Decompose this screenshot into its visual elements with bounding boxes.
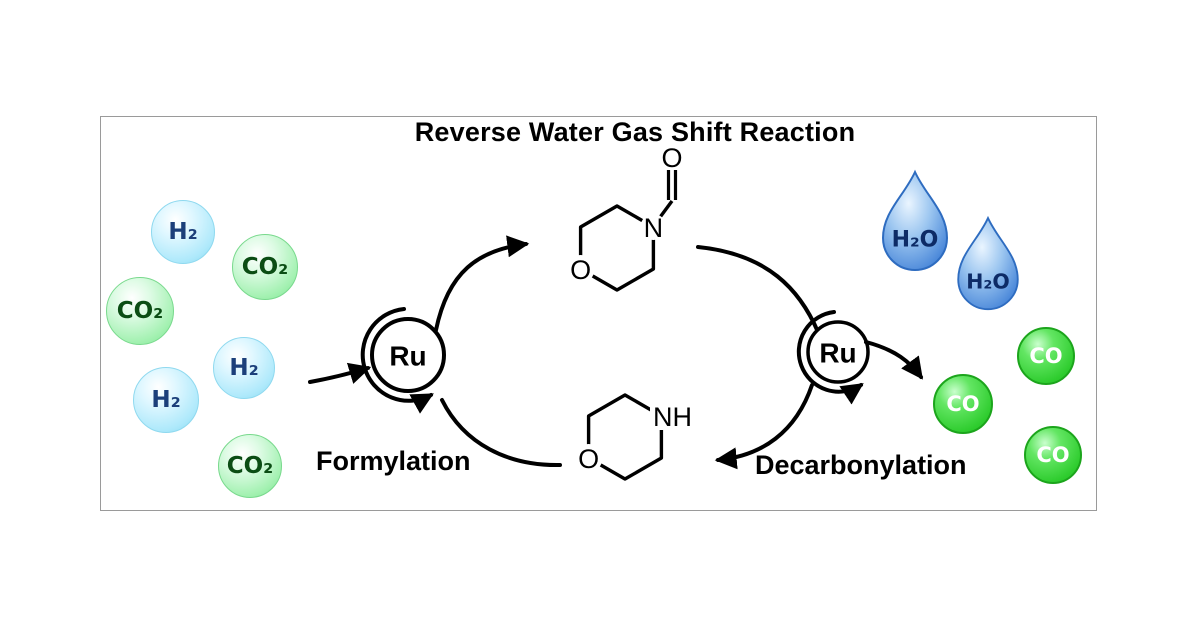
h2-bubble: H₂: [213, 337, 275, 399]
h2-bubble: H₂: [151, 200, 215, 264]
co2-bubble-label: CO₂: [116, 298, 164, 324]
co2-bubble: CO₂: [218, 434, 282, 498]
co-bubble-label: CO: [1036, 443, 1070, 467]
formylation-label: Formylation: [316, 446, 471, 476]
co2-bubble: CO₂: [106, 277, 174, 345]
co-bubble: CO: [1017, 327, 1075, 385]
co-bubble: CO: [1024, 426, 1082, 484]
co-bubble: CO: [933, 374, 993, 434]
co2-bubble-label: CO₂: [226, 453, 274, 479]
h2-bubble-label: H₂: [151, 387, 181, 413]
h2-bubble: H₂: [133, 367, 199, 433]
decarbonylation-label: Decarbonylation: [755, 450, 967, 480]
diagram-title: Reverse Water Gas Shift Reaction: [414, 117, 856, 147]
co2-bubble: CO₂: [232, 234, 298, 300]
co-bubble-label: CO: [1029, 344, 1063, 368]
co2-bubble-label: CO₂: [241, 254, 289, 280]
h2-bubble-label: H₂: [168, 219, 198, 245]
h2-bubble-label: H₂: [229, 355, 259, 381]
co-bubble-label: CO: [946, 392, 980, 416]
